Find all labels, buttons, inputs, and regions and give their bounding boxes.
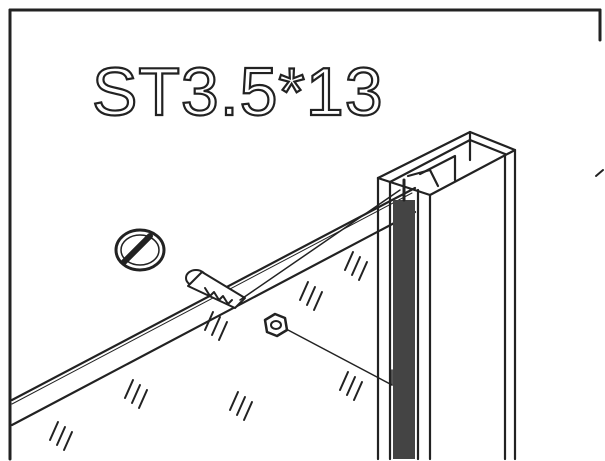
- profile-dark-strip: [393, 200, 415, 459]
- glass-panel: [10, 186, 417, 427]
- assembly-guide-lines: [239, 189, 401, 386]
- wall-profile: [376, 130, 517, 461]
- diagram-border: [8, 8, 602, 461]
- screw-icon: [185, 269, 246, 309]
- phillips-head-icon: [114, 228, 166, 272]
- glass-hatch-icon: [49, 251, 368, 451]
- nut-icon: [263, 312, 289, 338]
- screw-spec-label: ST3.5*13: [91, 54, 384, 130]
- edge-mark: [595, 169, 604, 177]
